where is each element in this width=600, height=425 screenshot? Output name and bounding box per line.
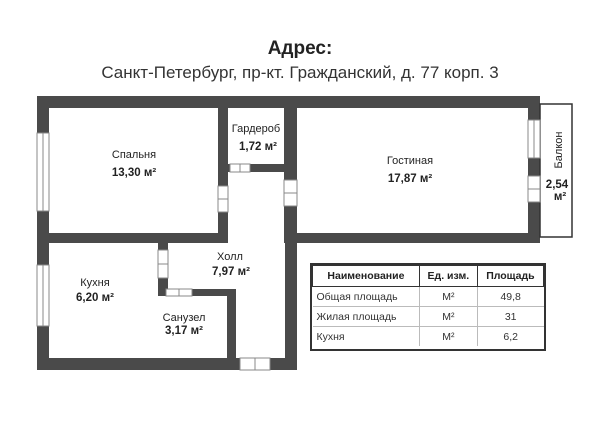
legend-cell-area: 49,8 (476, 286, 544, 307)
table-row: Жилая площадь М² 31 (312, 306, 544, 327)
room-area-bathroom: 3,17 м² (165, 325, 203, 337)
room-name-bedroom: Спальня (112, 149, 156, 161)
floor-hall-bottom (168, 243, 285, 289)
legend-frame (310, 263, 546, 351)
floor-bathroom (141, 296, 227, 358)
room-name-bathroom: Санузел (163, 312, 206, 324)
table-row: Кухня М² 6,2 (312, 326, 544, 346)
address-label: Адрес: (267, 38, 333, 59)
legend-cell-name: Жилая площадь (312, 306, 420, 327)
legend-table: Наименование Ед. изм. Площадь Общая площ… (312, 265, 545, 346)
legend-cell-name: Общая площадь (316, 290, 398, 303)
legend-cell-unit: М² (418, 326, 478, 346)
legend-cell-area: 31 (476, 306, 544, 327)
room-name-kitchen: Кухня (80, 277, 109, 289)
floor-hall-top (228, 172, 284, 243)
room-area-wardrobe: 1,72 м² (239, 141, 277, 153)
room-name-balcony: Балкон (553, 132, 565, 169)
room-area-balcony-value: 2,54 (546, 179, 569, 191)
windows (36, 119, 541, 327)
legend-header-name: Наименование (312, 265, 420, 287)
legend-cell-name: Кухня (312, 326, 420, 346)
address-value: Санкт-Петербург, пр-кт. Гражданский, д. … (101, 63, 499, 82)
room-area-balcony-unit: м² (554, 191, 567, 203)
floor-bedroom (49, 108, 218, 233)
doors (157, 163, 541, 371)
legend-cell-unit: М² (418, 306, 478, 327)
floor-hall-corridor (236, 289, 285, 358)
legend-header-row: Наименование Ед. изм. Площадь (312, 265, 545, 287)
floor-kitchen (49, 243, 158, 358)
floor-living-room (297, 108, 528, 233)
legend-cell-unit: М² (418, 286, 478, 307)
room-name-wardrobe: Гардероб (232, 123, 280, 135)
legend-header-area: Площадь (476, 265, 545, 287)
table-row: Общая площадь М² 49,8 (313, 286, 544, 307)
room-area-kitchen: 6,20 м² (76, 292, 114, 304)
room-area-bedroom: 13,30 м² (112, 167, 156, 179)
floor-wardrobe (228, 108, 284, 164)
floor-balcony (539, 103, 573, 238)
legend-header-unit: Ед. изм. (418, 265, 478, 287)
room-area-hall: 7,97 м² (212, 266, 250, 278)
room-area-living-room: 17,87 м² (388, 173, 432, 185)
legend-cell-area: 6,2 (476, 326, 544, 346)
room-name-hall: Холл (217, 251, 243, 263)
room-name-living-room: Гостиная (387, 155, 433, 167)
